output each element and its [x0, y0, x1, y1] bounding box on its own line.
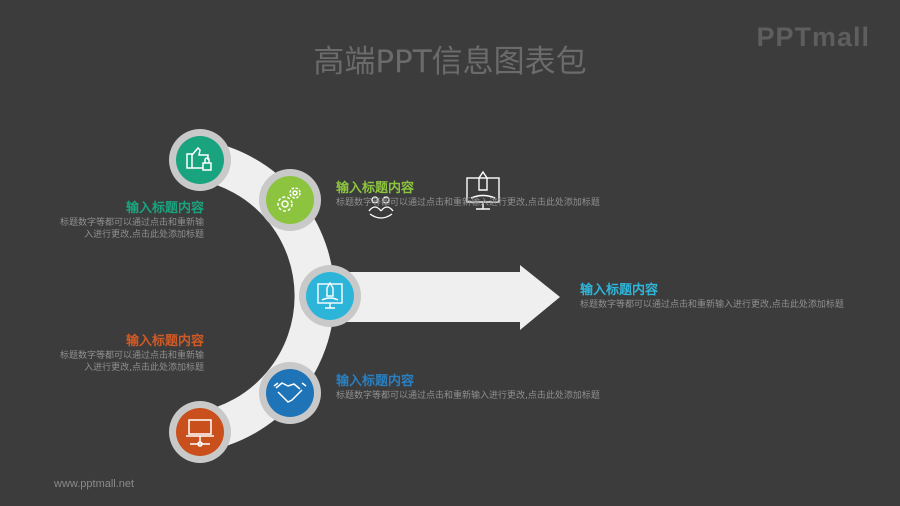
item-block-1: 输入标题内容 标题数字等都可以通过点击和重新输入进行更改,点击此处添加标题: [60, 200, 204, 241]
item-text: 标题数字等都可以通过点击和重新输入进行更改,点击此处添加标题: [60, 351, 205, 373]
page-title: 高端PPT信息图表包: [313, 44, 587, 80]
item-title: 输入标题内容: [125, 334, 204, 349]
handshake-icon: [273, 382, 307, 403]
stray-people-icon: [368, 196, 394, 219]
item-text: 标题数字等都可以通过点击和重新输入进行更改,点击此处添加标题: [580, 300, 844, 310]
node-3: [299, 265, 361, 327]
item-title: 输入标题内容: [336, 374, 415, 389]
item-block-4: 输入标题内容 标题数字等都可以通过点击和重新输入进行更改,点击此处添加标题: [336, 373, 601, 402]
item-text: 标题数字等都可以通过点击和重新输入进行更改,点击此处添加标题: [60, 218, 205, 240]
item-block-3: 输入标题内容 标题数字等都可以通过点击和重新输入进行更改,点击此处添加标题: [580, 282, 855, 311]
item-text: 标题数字等都可以通过点击和重新输入进行更改,点击此处添加标题: [336, 391, 600, 401]
gears-icon: [277, 187, 301, 212]
node-5: [169, 401, 231, 463]
item-block-5: 输入标题内容 标题数字等都可以通过点击和重新输入进行更改,点击此处添加标题: [60, 333, 204, 374]
item-title: 输入标题内容: [336, 181, 415, 196]
rocket-monitor-icon: [317, 281, 343, 309]
item-title: 输入标题内容: [580, 283, 659, 298]
laptop-network-icon: [186, 419, 214, 447]
item-block-2: 输入标题内容 标题数字等都可以通过点击和重新输入进行更改,点击此处添加标题: [336, 180, 601, 209]
node-2: [259, 169, 321, 231]
node-1: [169, 129, 231, 191]
item-title: 输入标题内容: [125, 201, 204, 216]
stray-rocket-monitor-icon: [466, 170, 500, 210]
logo: PPTmall: [756, 22, 870, 52]
arrow: [330, 265, 560, 330]
footer-url[interactable]: www.pptmall.net: [54, 478, 135, 490]
thumbs-up-lock-icon: [186, 146, 212, 171]
item-text: 标题数字等都可以通过点击和重新输入进行更改,点击此处添加标题: [336, 198, 600, 208]
node-4: [259, 362, 321, 424]
